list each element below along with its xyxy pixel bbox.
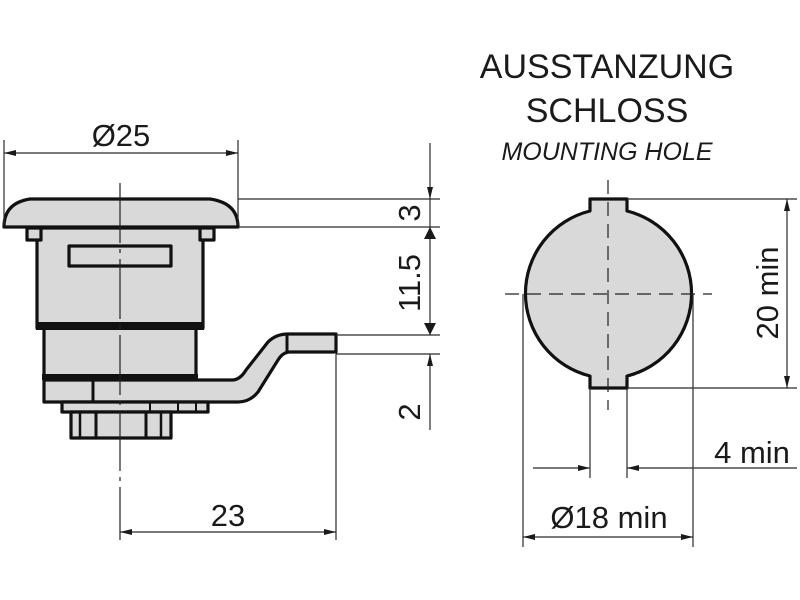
dim-flange-height: 3 (392, 204, 427, 221)
title-line-1: AUSSTANZUNG (480, 48, 734, 86)
dim-body-height: 11.5 (392, 254, 427, 312)
lock-side-view (2, 183, 338, 540)
dim-hole-diameter: Ø18 min (550, 500, 667, 535)
flange-clip-right (198, 226, 216, 242)
mounting-hole-dimensions: 20 min 4 min Ø18 min (522, 198, 797, 547)
title-english: MOUNTING HOLE (501, 138, 712, 166)
cam-lever (42, 332, 338, 404)
dim-key-width: 4 min (714, 435, 790, 470)
mounting-hole-title: AUSSTANZUNG SCHLOSS MOUNTING HOLE (480, 48, 734, 166)
dim-hole-height: 20 min (750, 246, 785, 339)
lock-dimensions: Ø25 3 11.5 2 23 (3, 118, 440, 540)
title-line-2: SCHLOSS (526, 92, 689, 130)
dim-cam-thickness: 2 (392, 403, 427, 420)
nut (69, 410, 173, 440)
dim-flange-diameter: Ø25 (92, 118, 151, 153)
flange-clip-left (25, 226, 43, 242)
flange-cap (2, 197, 240, 229)
mounting-hole-view (505, 180, 712, 410)
dim-cam-length: 23 (211, 498, 245, 533)
